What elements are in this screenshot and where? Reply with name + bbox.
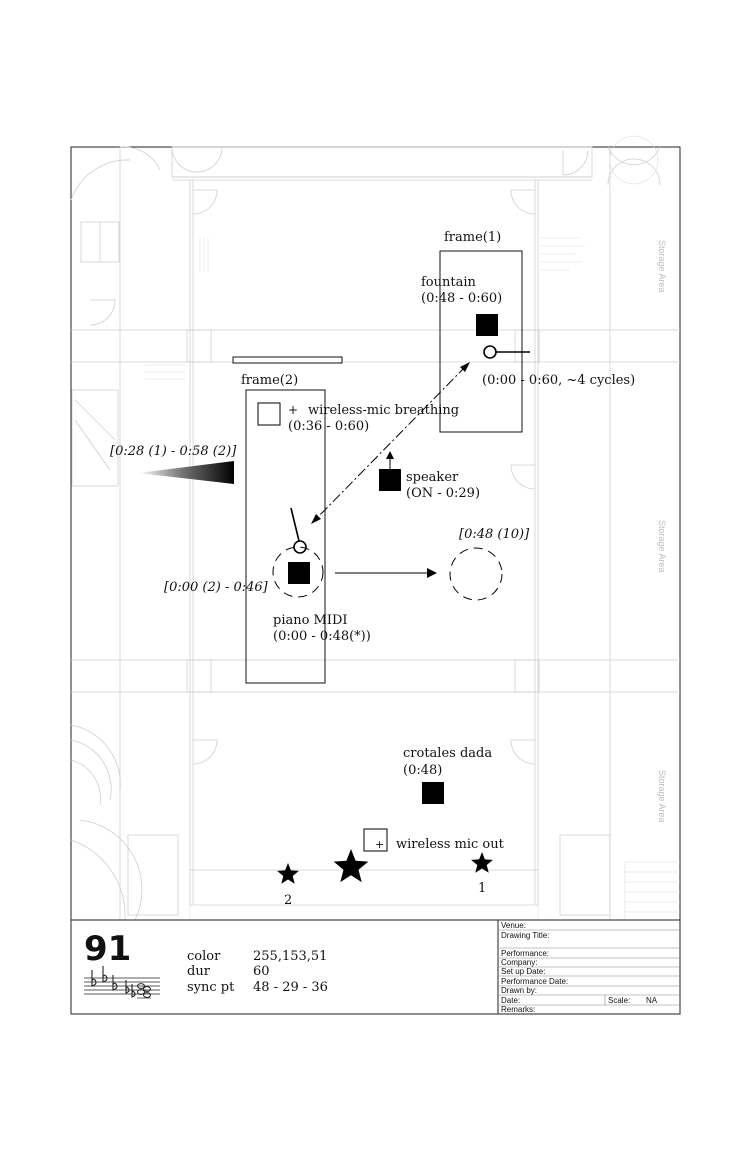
wireless-out-label: wireless mic out — [396, 837, 505, 852]
fountain-square-icon — [476, 314, 498, 336]
speaker-up-arrow-icon — [386, 451, 394, 459]
frame-2-label: frame(2) — [241, 373, 298, 388]
score-number: 91 — [84, 929, 131, 969]
target-bracket-label: [0:48 (10)] — [459, 527, 530, 542]
piano-pivot-icon — [293, 540, 307, 554]
floor-plan: Storage Area Storage Area Storage Area — [70, 135, 681, 921]
right-arrow-head-icon — [427, 568, 437, 578]
wireless-breathing-plus: + — [288, 403, 298, 417]
param-color-value: 255,153,51 — [253, 949, 327, 964]
storage-label-bottom: Storage Area — [657, 770, 667, 823]
tb-remarks: Remarks: — [501, 1005, 535, 1014]
tb-date: Date: — [501, 996, 520, 1005]
staff-notation — [84, 966, 160, 999]
wedge-bracket-label: [0:28 (1) - 0:58 (2)] — [110, 444, 237, 459]
piano-square-icon — [288, 562, 310, 584]
piano-time: (0:00 - 0:48(*)) — [273, 629, 371, 644]
wireless-breathing-name: wireless-mic breathing — [308, 403, 459, 418]
fountain-pivot-icon — [483, 345, 497, 359]
storage-label-mid: Storage Area — [657, 520, 667, 573]
crotales-name: crotales dada — [403, 746, 492, 761]
piano-needle — [290, 507, 300, 542]
fountain-cycles: (0:00 - 0:60, ~4 cycles) — [482, 373, 635, 388]
speaker-square-icon — [379, 469, 401, 491]
tb-company: Company: — [501, 958, 537, 967]
param-color-label: color — [187, 949, 221, 964]
speaker-time: (ON - 0:29) — [406, 486, 480, 501]
bar-marker — [232, 356, 343, 364]
tb-setup-date: Set up Date: — [501, 967, 545, 976]
crotales-time: (0:48) — [403, 763, 442, 778]
param-dur-label: dur — [187, 964, 211, 979]
fountain-time: (0:48 - 0:60) — [421, 291, 502, 306]
wedge-gradient-shape — [138, 461, 234, 484]
piano-name: piano MIDI — [273, 613, 348, 628]
tb-venue: Venue: — [501, 921, 526, 930]
tb-scale: Scale: — [608, 996, 630, 1005]
param-sync-label: sync pt — [187, 980, 235, 995]
star-1-number: 1 — [478, 881, 486, 896]
wireless-out-plus: + — [375, 838, 384, 851]
piano-bracket-label: [0:00 (2) - 0:46] — [164, 580, 269, 595]
speaker-name: speaker — [406, 470, 459, 485]
arrow-head-to-fountain-icon — [460, 362, 470, 372]
star-1-icon — [471, 852, 493, 873]
star-large-icon — [333, 849, 369, 883]
tb-scale-value: NA — [646, 996, 658, 1005]
wireless-breathing-time: (0:36 - 0:60) — [288, 419, 369, 434]
tb-drawing-title: Drawing Title: — [501, 931, 549, 940]
frame-1-label: frame(1) — [444, 230, 501, 245]
tb-performance: Performance: — [501, 949, 549, 958]
crotales-square-icon — [422, 782, 444, 804]
fountain-name: fountain — [421, 275, 477, 290]
frame-1-box — [439, 250, 523, 433]
star-2-icon — [277, 863, 299, 884]
wireless-out-box-icon — [363, 828, 388, 852]
piano-dashed-circle — [272, 546, 324, 598]
tb-performance-date: Performance Date: — [501, 977, 568, 986]
star-2-number: 2 — [284, 893, 292, 908]
storage-label-top: Storage Area — [657, 240, 667, 293]
tb-drawn-by: Drawn by: — [501, 986, 537, 995]
param-dur-value: 60 — [253, 964, 270, 979]
target-dashed-circle — [449, 547, 503, 601]
title-block: Venue: Drawing Title: Performance: Compa… — [70, 919, 681, 1015]
param-sync-value: 48 - 29 - 36 — [253, 980, 328, 995]
arrow-head-to-piano-icon — [311, 514, 321, 524]
frame-2-box — [245, 389, 326, 684]
wireless-breathing-box-icon — [257, 402, 281, 426]
